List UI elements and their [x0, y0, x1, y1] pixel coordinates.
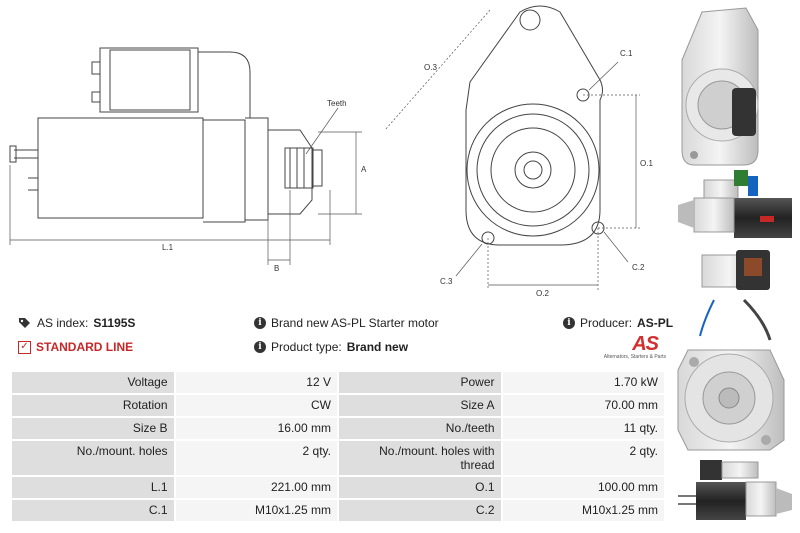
- spec-label: Rotation: [10, 393, 176, 418]
- spec-label: C.2: [336, 498, 503, 523]
- label-c2: C.2: [632, 263, 645, 272]
- label-c3: C.3: [440, 277, 453, 286]
- product-type-row: i Product type: Brand new: [254, 340, 408, 354]
- motor-body: [37, 117, 204, 219]
- producer-label: Producer:: [580, 316, 633, 330]
- logo-tagline: Alternators, Starters & Parts: [603, 354, 666, 360]
- photo-flange-view: [677, 349, 785, 451]
- as-index-row: AS index: S1195S: [18, 316, 135, 330]
- product-type-label: Product type:: [271, 340, 342, 354]
- label-a: A: [361, 165, 367, 174]
- brand-text: Brand new AS-PL Starter motor: [271, 316, 439, 330]
- spec-value: 11 qty.: [500, 416, 666, 441]
- spec-label: Size A: [336, 393, 503, 418]
- label-teeth: Teeth: [327, 99, 347, 108]
- as-index-label: AS index:: [37, 316, 89, 330]
- as-pl-logo: AS Alternators, Starters & Parts: [594, 333, 666, 365]
- producer-row: i Producer: AS-PL: [563, 316, 673, 330]
- standard-line-label: STANDARD LINE: [36, 340, 134, 354]
- spec-value: 16.00 mm: [173, 416, 339, 441]
- mount-flange: [465, 5, 603, 246]
- spec-label: C.1: [10, 498, 176, 523]
- photo-front-view: [681, 7, 759, 166]
- producer-value: AS-PL: [637, 316, 674, 330]
- info-icon: i: [254, 317, 266, 329]
- spec-label: Size B: [10, 416, 176, 441]
- product-photos: [674, 0, 800, 533]
- spec-label: L.1: [10, 475, 176, 500]
- label-c1: C.1: [620, 49, 633, 58]
- spec-value: 221.00 mm: [173, 475, 339, 500]
- label-l1: L.1: [162, 243, 174, 252]
- spec-label: O.1: [336, 475, 503, 500]
- product-type-value: Brand new: [346, 340, 409, 354]
- spec-value: 100.00 mm: [500, 475, 666, 500]
- spec-value: CW: [173, 393, 339, 418]
- spec-value: 2 qty.: [173, 439, 339, 477]
- info-icon: i: [254, 341, 266, 353]
- spec-value: 2 qty.: [500, 439, 666, 477]
- standard-line-row: ✓ STANDARD LINE: [18, 340, 133, 354]
- spec-value: 12 V: [173, 370, 339, 395]
- spec-label: No./mount. holes with thread: [336, 439, 503, 477]
- photo-end-view: [699, 250, 772, 341]
- as-index-value: S1195S: [93, 316, 136, 330]
- tag-icon: [19, 318, 30, 328]
- spec-value: M10x1.25 mm: [500, 498, 666, 523]
- label-o1: O.1: [640, 159, 653, 168]
- spec-label: Voltage: [10, 370, 176, 395]
- label-o2: O.2: [536, 289, 549, 298]
- label-b: B: [274, 264, 279, 273]
- spec-label: Power: [336, 370, 503, 395]
- spec-value: 1.70 kW: [500, 370, 666, 395]
- brand-row: i Brand new AS-PL Starter motor: [254, 316, 439, 330]
- info-icon: i: [563, 317, 575, 329]
- label-o3: O.3: [424, 63, 437, 72]
- photo-side-view-small: [678, 460, 792, 520]
- spec-value: M10x1.25 mm: [173, 498, 339, 523]
- photo-side-view: [678, 170, 792, 238]
- spec-label: No./teeth: [336, 416, 503, 441]
- spec-label: No./mount. holes: [10, 439, 176, 477]
- spec-value: 70.00 mm: [500, 393, 666, 418]
- technical-drawing: Teeth A L.1 B O.3 C.1 O.1 C.2 C.3 O.2: [9, 5, 653, 298]
- checkbox-icon: ✓: [18, 340, 31, 354]
- solenoid-body: [99, 47, 199, 113]
- logo-mark: AS: [632, 333, 659, 355]
